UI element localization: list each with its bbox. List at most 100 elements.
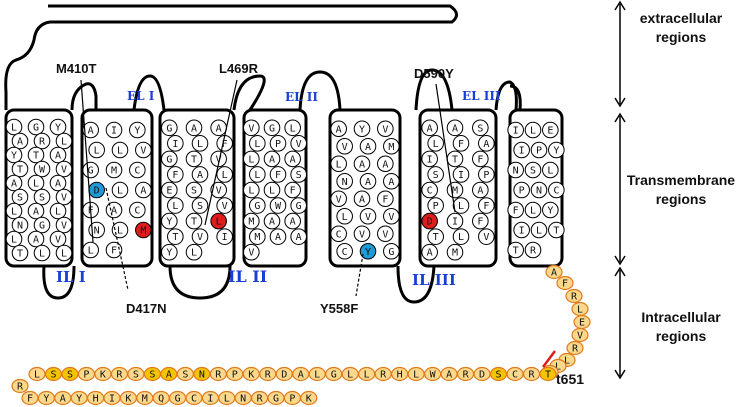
residue-circle	[472, 150, 489, 168]
residue-circle	[105, 121, 123, 139]
residue-circle	[185, 119, 203, 137]
residue-circle	[446, 243, 464, 261]
tail-residue-letter: A	[551, 268, 557, 279]
residue-letter: V	[483, 232, 489, 243]
residue-letter: L	[248, 154, 254, 165]
residue-circle	[249, 166, 266, 183]
residue-circle	[336, 242, 353, 260]
residue-letter: N	[536, 186, 542, 197]
residue-circle	[135, 181, 152, 199]
residue-circle	[353, 155, 371, 173]
tail-residue-letter: G	[175, 394, 181, 405]
residue-circle	[27, 230, 45, 248]
residue-circle	[191, 197, 209, 214]
residue-letter: L	[39, 249, 45, 260]
residue-letter: T	[452, 154, 458, 165]
residue-letter: M	[140, 226, 146, 237]
residue-circle	[359, 242, 377, 260]
tail-residue-letter: S	[182, 370, 188, 381]
residue-letter: A	[365, 177, 371, 188]
residue-circle	[377, 190, 394, 208]
residue-letter: A	[382, 159, 388, 170]
loop-el1-label: EL I	[127, 89, 155, 103]
residue-circle	[377, 225, 394, 243]
residue-circle	[507, 121, 524, 139]
tail-residue-letter: R	[17, 382, 24, 393]
residue-letter: T	[191, 217, 197, 228]
residue-letter: L	[11, 123, 17, 134]
tail-residue-letter: L	[314, 370, 320, 381]
c-terminal-tail: AFRLEVRLLTLSSPKRSSASNRPKRDALGLLRHLWARDSC…	[11, 264, 591, 406]
residue-letter: A	[359, 194, 365, 205]
residue-letter: D	[94, 186, 100, 197]
residue-circle	[359, 172, 377, 190]
tail-residue-letter: A	[60, 394, 66, 405]
residue-circle	[111, 141, 129, 159]
residue-letter: T	[33, 151, 39, 162]
residue-circle	[167, 166, 184, 183]
residue-circle	[359, 137, 377, 155]
residue-circle	[383, 172, 400, 190]
n-terminal-strand	[4, 4, 458, 110]
residue-circle	[472, 212, 489, 230]
residue-circle	[269, 228, 287, 245]
residue-circle	[377, 155, 394, 173]
tail-residue-letter: D	[281, 370, 287, 381]
residue-letter: A	[88, 126, 94, 137]
tail-residue-letter: I	[109, 394, 115, 405]
residue-circle	[243, 150, 260, 168]
residue-letter: F	[172, 170, 178, 181]
residue-letter: A	[197, 170, 203, 181]
residue-letter: T	[433, 232, 439, 243]
residue-letter: G	[166, 123, 172, 134]
residue-circle	[191, 228, 209, 245]
truncation-t651-label: t651	[556, 371, 584, 387]
residue-circle	[82, 161, 99, 179]
residue-circle	[421, 150, 438, 168]
residue-letter: L	[33, 179, 39, 190]
residue-circle	[513, 181, 530, 199]
residue-letter: A	[483, 139, 489, 150]
residue-letter: V	[359, 229, 365, 240]
residue-letter: A	[33, 235, 39, 246]
residue-circle	[427, 228, 444, 245]
residue-letter: I	[519, 146, 525, 157]
residue-circle	[5, 230, 23, 248]
residue-letter: I	[513, 126, 519, 137]
residue-letter: A	[290, 217, 296, 228]
residue-letter: W	[39, 165, 46, 176]
residue-letter: F	[275, 170, 281, 181]
residue-circle	[11, 188, 29, 206]
residue-circle	[269, 135, 287, 152]
residue-circle	[185, 243, 203, 261]
residue-circle	[383, 207, 400, 225]
loop-il2-label: IL II	[228, 267, 267, 286]
residue-circle	[49, 202, 67, 220]
residue-letter: G	[88, 166, 94, 177]
residue-letter: L	[336, 159, 342, 170]
mutation-l469r-label: L469R	[219, 61, 259, 76]
residue-letter: C	[336, 229, 342, 240]
residue-letter: F	[290, 186, 296, 197]
residue-letter: A	[336, 124, 342, 135]
residue-circle	[284, 150, 301, 168]
residue-circle	[507, 241, 524, 259]
residue-letter: F	[458, 139, 464, 150]
residue-circle	[452, 197, 470, 214]
residue-letter: L	[248, 186, 254, 197]
residue-circle	[105, 201, 123, 219]
residue-circle	[135, 141, 152, 159]
residue-letter: A	[216, 123, 222, 134]
residue-circle	[269, 197, 287, 214]
residue-letter: Y	[11, 151, 17, 162]
truncation-mark	[542, 350, 556, 368]
residue-letter: A	[452, 123, 458, 134]
residue-circle	[55, 160, 73, 178]
residue-circle	[243, 243, 260, 261]
residue-letter: V	[140, 146, 146, 157]
residue-letter: V	[197, 232, 203, 243]
